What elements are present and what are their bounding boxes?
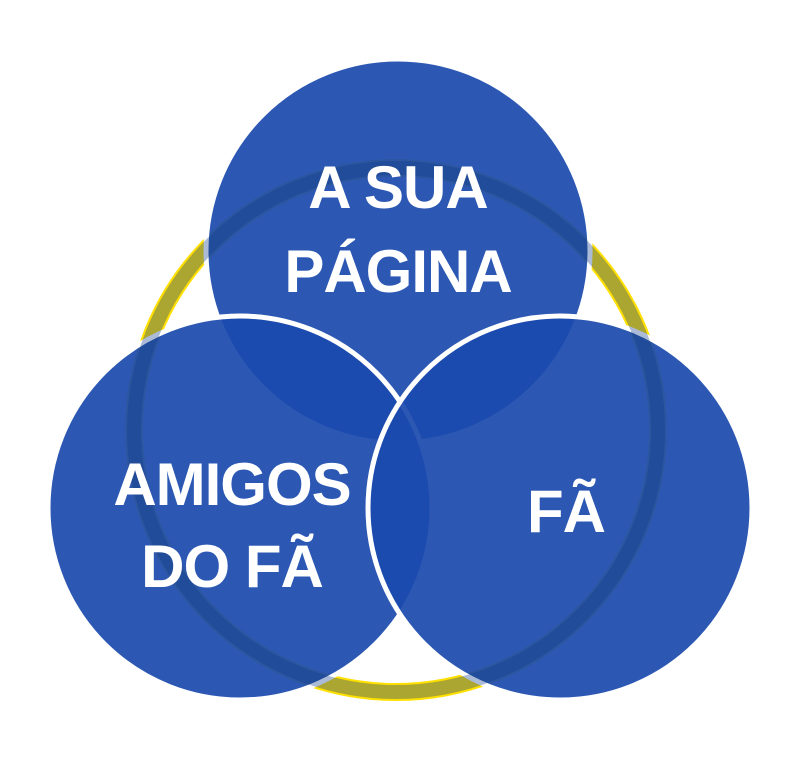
ring-shadow-trace — [127, 161, 665, 699]
left-circle-label-line1: AMIGOS — [113, 451, 350, 518]
top-circle-label-line2: PÁGINA — [284, 238, 511, 305]
right-circle-label: FÃ — [527, 478, 605, 545]
circle-fan — [365, 313, 755, 703]
top-circle-label-line1: A SUA — [308, 154, 487, 221]
left-circle-label-line2: DO FÃ — [141, 533, 323, 600]
